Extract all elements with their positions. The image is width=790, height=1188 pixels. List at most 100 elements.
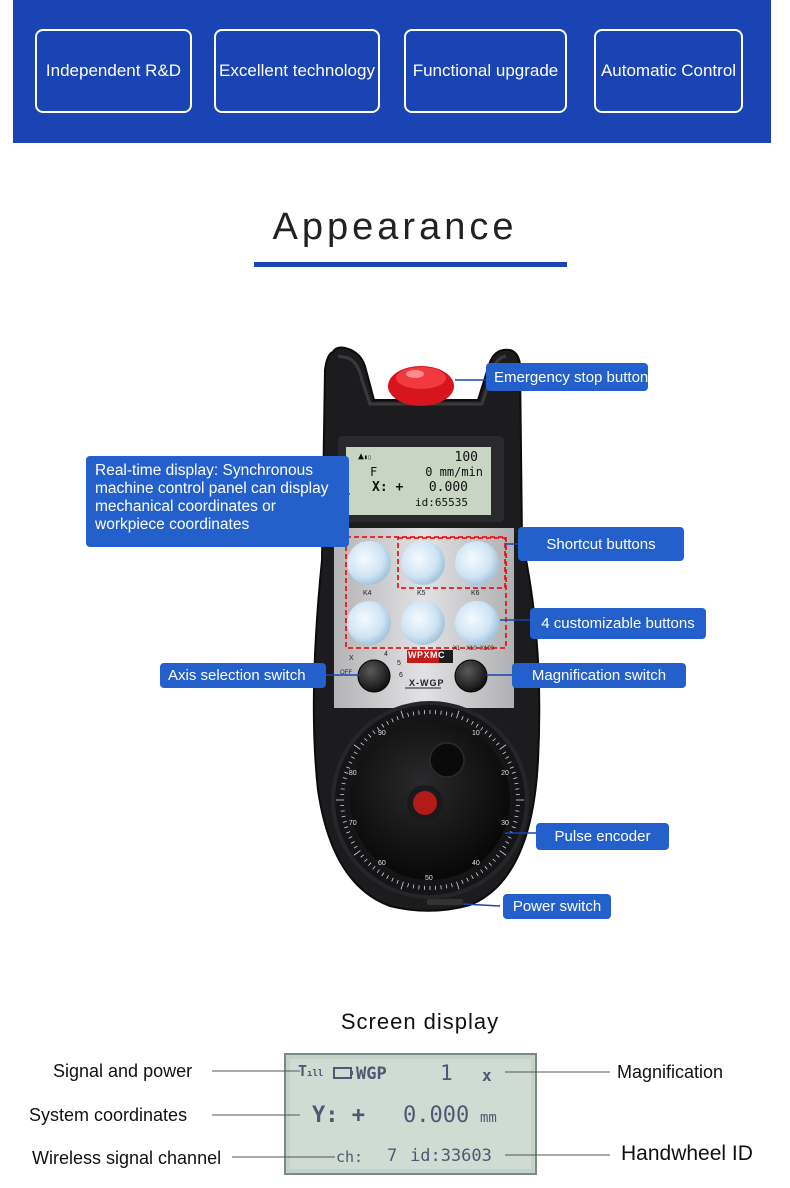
custom-buttons-region <box>345 536 507 649</box>
feature-box-technology: Excellent technology <box>214 29 380 113</box>
axis-mark-off: OFF <box>340 670 352 676</box>
encoder-tick <box>341 815 346 818</box>
encoder-tick <box>466 877 469 882</box>
encoder-tick <box>480 726 484 731</box>
power-switch <box>427 899 463 905</box>
callout-customizable-buttons: 4 customizable buttons <box>530 608 706 639</box>
device-logo: WPXMC <box>408 650 445 660</box>
encoder-tick <box>440 710 442 715</box>
feature-box-control: Automatic Control <box>594 29 743 113</box>
axis-mark-6: 6 <box>399 672 403 679</box>
encoder-dial-number: 20 <box>501 770 509 778</box>
encoder-tick <box>461 716 464 721</box>
encoder-tick <box>391 718 394 723</box>
encoder-tick <box>386 875 389 880</box>
screen-display-title: Screen display <box>340 1009 500 1034</box>
callout-shortcut-buttons: Shortcut buttons <box>518 527 684 561</box>
encoder-tick <box>511 826 516 829</box>
mag-mark-x10: X10 <box>466 646 477 652</box>
encoder-tick <box>412 711 415 716</box>
encoder-tick <box>492 858 496 862</box>
encoder-tick <box>515 810 520 812</box>
device-lcd-coordinate: 0.000 <box>428 480 468 495</box>
encoder-tick <box>445 711 448 716</box>
custom-button-k5 <box>401 601 445 645</box>
encoder-tick <box>381 872 385 877</box>
encoder-tick <box>505 841 510 844</box>
key-label-k4: K4 <box>363 590 372 597</box>
shortcut-button-3 <box>455 541 499 585</box>
encoder-tick <box>496 854 500 858</box>
custom-button-k6 <box>455 601 499 645</box>
encoder-tick <box>360 742 364 746</box>
encoder-tick <box>341 782 346 785</box>
encoder-tick <box>391 877 394 882</box>
encoder-tick <box>353 744 361 750</box>
section-title: Appearance <box>272 206 518 248</box>
signal-strength-icon: Tıll <box>298 1062 324 1080</box>
encoder-tick <box>372 730 376 734</box>
callout-pulse-encoder: Pulse encoder <box>536 823 669 850</box>
feature-label: Independent R&D <box>45 61 182 80</box>
encoder-tick <box>346 831 351 834</box>
encoder-tick <box>342 777 347 780</box>
encoder-tick <box>507 836 512 839</box>
screen-lcd-coordinate: 0.000 <box>403 1103 470 1128</box>
callout-power-switch: Power switch <box>503 894 611 919</box>
encoder-dial-number: 80 <box>348 770 357 778</box>
axis-selection-knob <box>357 659 391 693</box>
key-label-k5: K5 <box>417 590 426 597</box>
encoder-tick <box>344 826 349 829</box>
screen-lcd-unit: mm <box>480 1110 497 1126</box>
encoder-tick <box>386 720 389 725</box>
encoder-tick <box>350 756 355 759</box>
encoder-tick <box>488 734 492 738</box>
device-lcd-row1-value: 100 <box>454 450 478 465</box>
screen-lcd-id: id:33603 <box>410 1146 492 1166</box>
device-brand: X-WGP <box>409 678 445 688</box>
encoder-tick <box>400 881 404 890</box>
encoder-tick <box>475 723 479 728</box>
label-system-coordinates: System coordinates <box>29 1105 188 1125</box>
encoder-tick <box>475 872 479 877</box>
encoder-tick <box>471 720 474 725</box>
encoder-tick <box>488 862 492 866</box>
feature-box-rnd: Independent R&D <box>35 29 192 113</box>
encoder-tick <box>342 820 347 823</box>
encoder-tick <box>471 875 474 880</box>
callout-realtime-display: Real-time display: Synchronous machine c… <box>86 456 349 547</box>
axis-mark-x: X <box>349 655 354 662</box>
screen-lcd-ch-value: 7 <box>387 1146 398 1166</box>
encoder-tick <box>348 761 353 764</box>
encoder-tick <box>514 815 519 818</box>
encoder-tick <box>407 712 410 717</box>
screen-lcd-mag-x: x <box>482 1066 492 1085</box>
title-underline <box>254 262 567 267</box>
label-signal-power: Signal and power <box>53 1061 193 1081</box>
encoder-tick <box>396 879 399 884</box>
screen-lcd-ch-label: ch: <box>336 1148 364 1166</box>
label-magnification: Magnification <box>617 1062 724 1082</box>
feature-banner: Independent R&D Excellent technology Fun… <box>13 0 771 143</box>
encoder-tick <box>412 884 415 889</box>
encoder-tick <box>484 730 488 734</box>
shortcut-buttons-region <box>397 537 506 589</box>
label-wireless-channel: Wireless signal channel <box>32 1148 222 1168</box>
encoder-dial-number: 50 <box>425 875 433 882</box>
encoder-tick <box>340 810 345 812</box>
encoder-tick <box>372 866 376 870</box>
encoder-dial-number: 10 <box>472 730 480 738</box>
mag-mark-x100: X100 <box>480 646 495 652</box>
encoder-tick <box>364 858 368 862</box>
encoder-tick <box>502 845 507 849</box>
encoder-tick <box>381 723 385 728</box>
screen-lcd-axis: Y: + <box>312 1103 365 1128</box>
encoder-tick <box>484 866 488 870</box>
shortcut-button-2 <box>401 541 445 585</box>
encoder-tick <box>368 862 372 866</box>
device-lcd-feed-value: 0 mm/min <box>425 465 483 479</box>
encoder-tick <box>418 885 420 890</box>
callout-axis-selection: Axis selection switch <box>160 663 326 688</box>
encoder-tick <box>400 710 404 719</box>
